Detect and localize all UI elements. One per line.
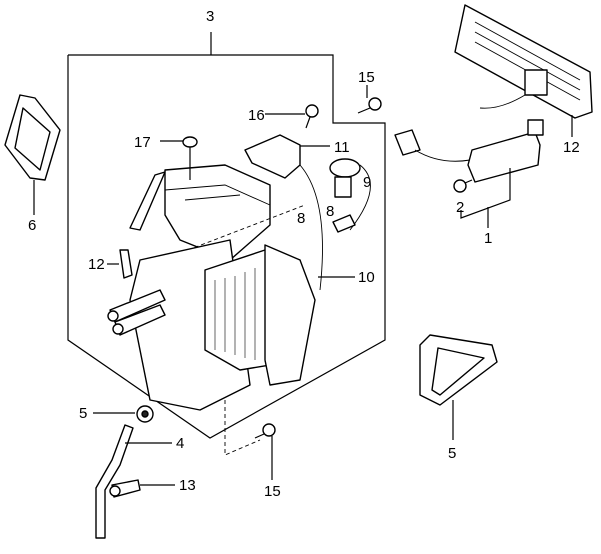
callout-15-top: 15 bbox=[358, 69, 375, 86]
callout-10: 10 bbox=[358, 269, 375, 286]
blower-switch-assembly bbox=[394, 119, 544, 183]
flange-bolt-top bbox=[357, 97, 382, 114]
water-valve bbox=[329, 158, 371, 233]
assembly-boundary bbox=[67, 32, 386, 439]
callout-11: 11 bbox=[334, 139, 350, 156]
vent-bezel-right bbox=[419, 334, 498, 406]
callout-2: 2 bbox=[456, 199, 464, 216]
callout-13: 12 bbox=[88, 256, 105, 273]
callout-6: 5 bbox=[448, 445, 456, 462]
screw-grommet bbox=[305, 104, 319, 129]
callout-12: 12 bbox=[563, 139, 580, 156]
motor-actuator bbox=[244, 134, 323, 291]
callout-14: 13 bbox=[179, 477, 196, 494]
drain-hose bbox=[95, 424, 134, 539]
callout-5: 5 bbox=[79, 405, 87, 422]
vent-bezel-left bbox=[4, 94, 61, 181]
heater-control-panel bbox=[454, 4, 593, 119]
callout-9: 9 bbox=[363, 174, 371, 191]
heater-unit-body bbox=[107, 164, 316, 411]
tapping-screw bbox=[182, 136, 198, 180]
callout-3: 3 bbox=[206, 8, 214, 25]
callout-16: 16 bbox=[248, 107, 265, 124]
grommet bbox=[136, 405, 154, 423]
callout-17: 17 bbox=[134, 134, 151, 151]
callout-7: 6 bbox=[28, 217, 36, 234]
callout-1: 1 bbox=[484, 230, 492, 247]
screw-2 bbox=[453, 179, 473, 193]
pipe-clamp bbox=[119, 249, 133, 279]
callout-8b: 8 bbox=[326, 203, 334, 220]
callout-8a: 8 bbox=[297, 210, 305, 227]
callout-15-bottom: 15 bbox=[264, 483, 281, 500]
flange-bolt-bottom bbox=[254, 423, 276, 439]
hose-clamp bbox=[109, 479, 141, 498]
callout-4: 4 bbox=[176, 435, 184, 452]
